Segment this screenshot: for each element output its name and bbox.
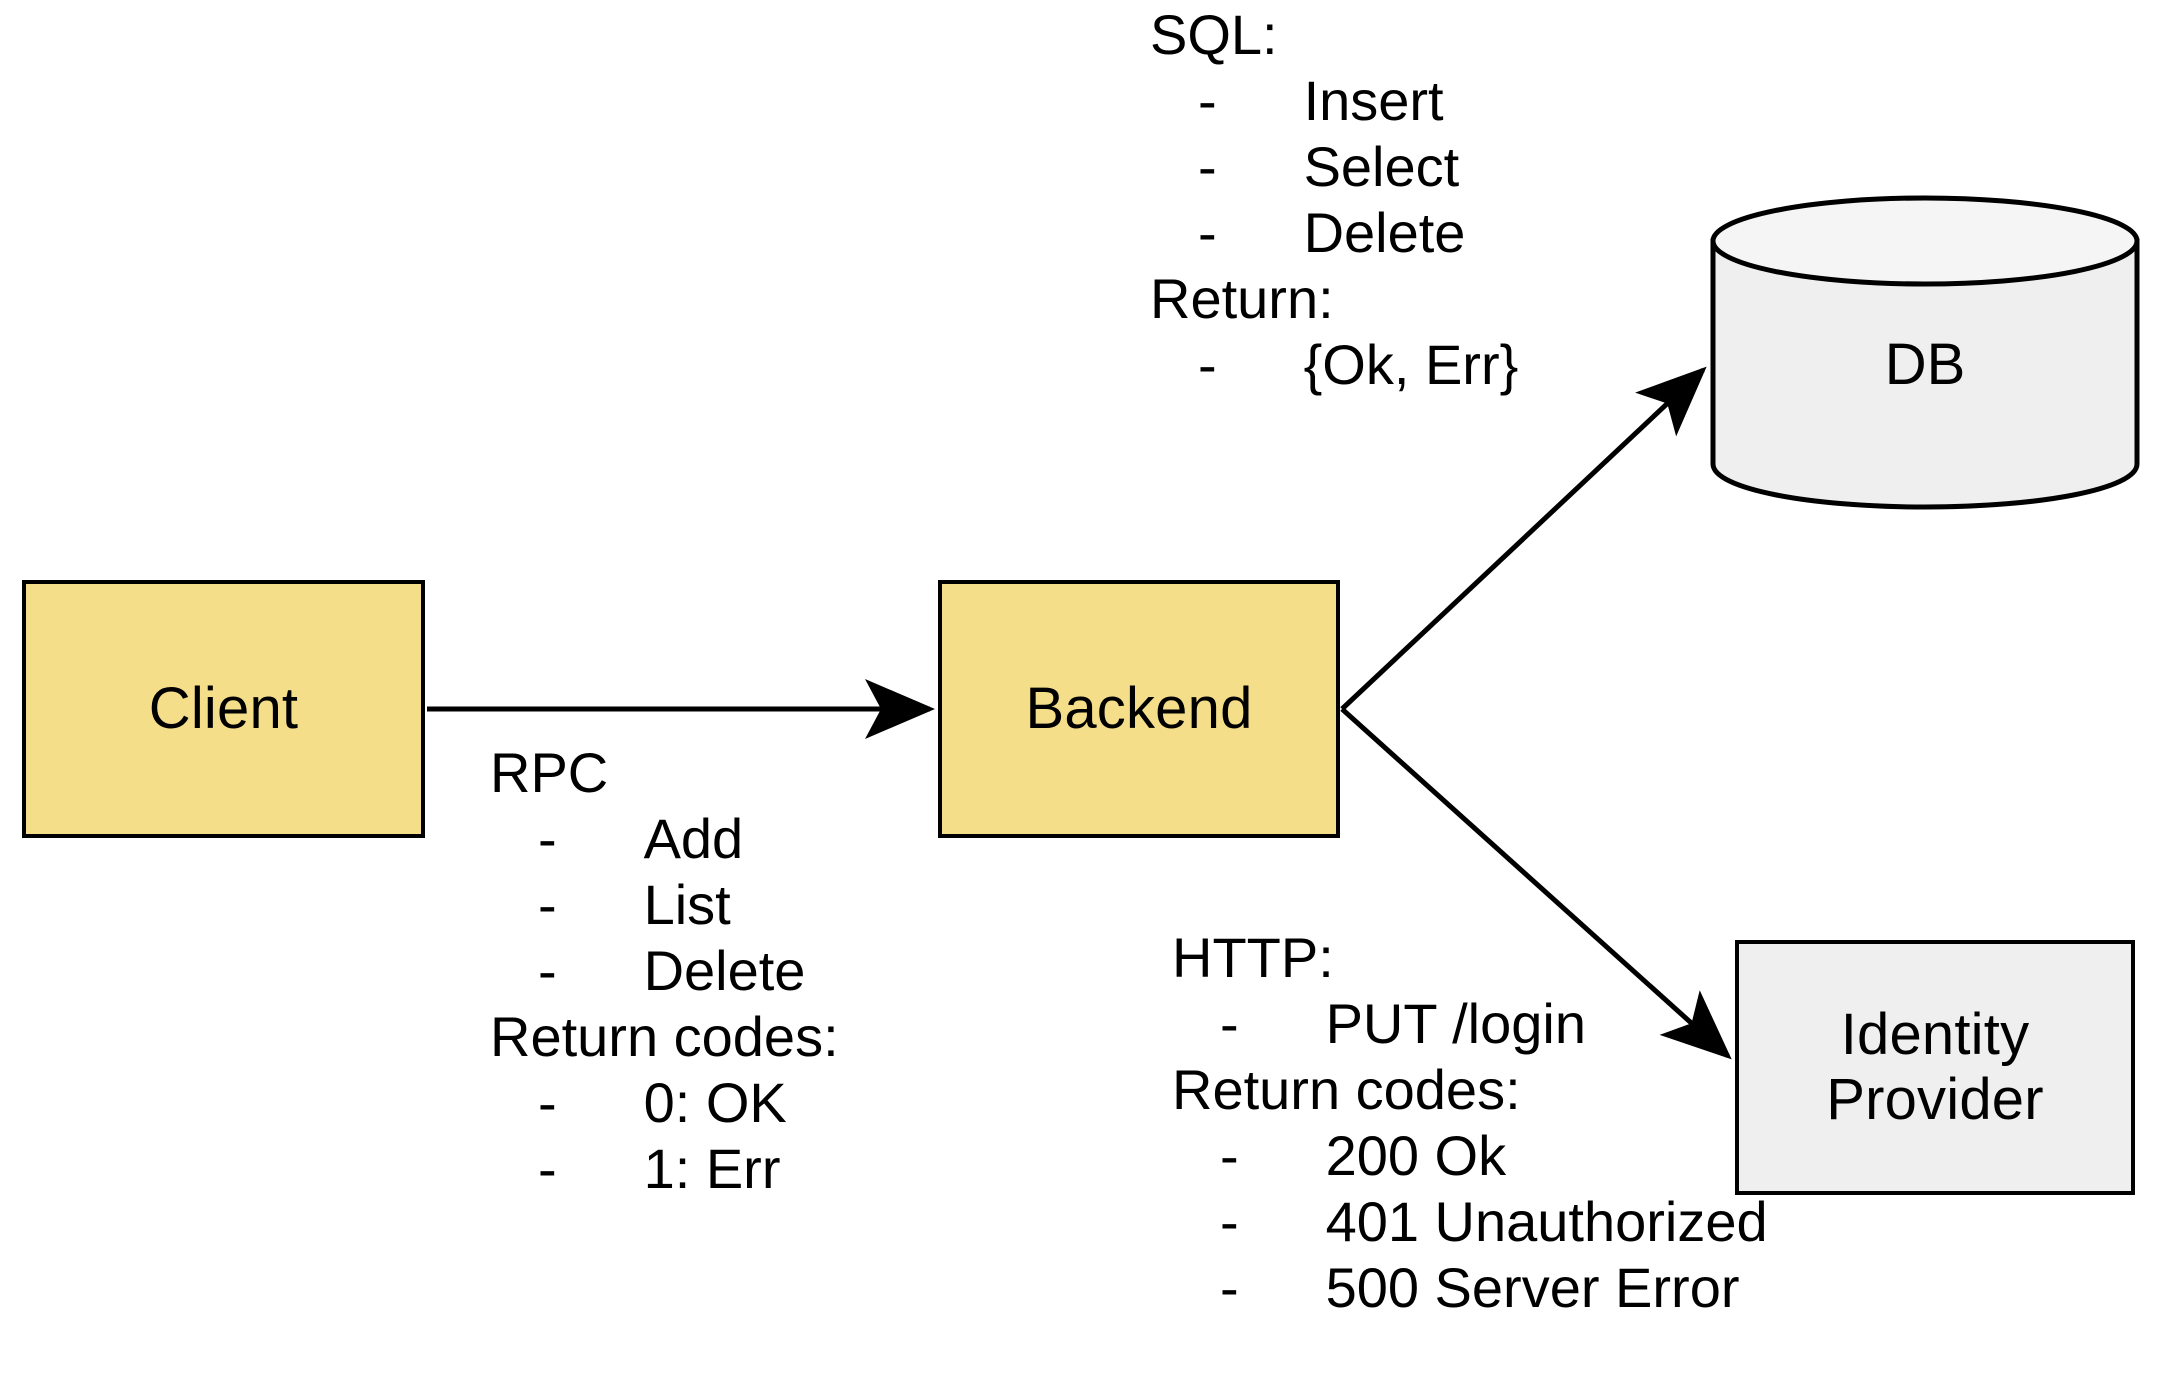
bullet-dash-icon: - <box>1220 1190 1239 1253</box>
annotation-rpc-item-text: Add <box>643 807 744 870</box>
node-db-label-wrap: DB <box>1710 195 2140 510</box>
cylinder-shape <box>1710 195 2140 510</box>
node-identity-provider[interactable]: Identity Provider <box>1735 940 2135 1195</box>
annotation-sql-return-item: - {Ok, Err} <box>1150 332 1518 398</box>
annotation-rpc-return-item-text: 0: OK <box>643 1071 787 1134</box>
annotation-rpc-return-item-text: 1: Err <box>643 1137 781 1200</box>
bullet-dash-icon: - <box>1220 992 1239 1055</box>
bullet-dash-icon: - <box>538 873 557 936</box>
annotation-http-return-item-text: 401 Unauthorized <box>1325 1190 1768 1253</box>
node-db-label: DB <box>1884 332 1966 397</box>
node-identity-provider-label-wrap: Identity Provider <box>1826 1001 2044 1133</box>
annotation-http-return-heading: Return codes: <box>1172 1058 1521 1121</box>
annotation-sql-return-heading: Return: <box>1150 267 1334 330</box>
edge-backend-to-db <box>1340 366 1707 711</box>
bullet-dash-icon: - <box>1220 1124 1239 1187</box>
annotation-rpc: RPC - Add - List - Delete Return codes: … <box>490 740 839 1202</box>
annotation-http-heading: HTTP: <box>1172 926 1334 989</box>
bullet-dash-icon: - <box>538 807 557 870</box>
annotation-http: HTTP: - PUT /login Return codes: - 200 O… <box>1172 925 1768 1321</box>
node-backend[interactable]: Backend <box>938 580 1340 838</box>
annotation-sql: SQL: - Insert - Select - Delete Return: … <box>1150 2 1518 398</box>
annotation-http-return-item: - 401 Unauthorized <box>1172 1189 1768 1255</box>
annotation-http-item-text: PUT /login <box>1325 992 1586 1055</box>
annotation-sql-item-text: Select <box>1303 135 1460 198</box>
annotation-rpc-return-item: - 1: Err <box>490 1136 839 1202</box>
bullet-dash-icon: - <box>538 1071 557 1134</box>
bullet-dash-icon: - <box>1198 333 1217 396</box>
annotation-rpc-item-text: List <box>643 873 731 936</box>
annotation-sql-item: - Insert <box>1150 68 1518 134</box>
annotation-rpc-return-heading: Return codes: <box>490 1005 839 1068</box>
annotation-rpc-item: - Add <box>490 806 839 872</box>
annotation-rpc-item-text: Delete <box>643 939 806 1002</box>
annotation-rpc-item: - Delete <box>490 938 839 1004</box>
annotation-sql-item-text: Delete <box>1303 201 1466 264</box>
bullet-dash-icon: - <box>1198 135 1217 198</box>
annotation-sql-item-text: Insert <box>1303 69 1444 132</box>
annotation-sql-item: - Delete <box>1150 200 1518 266</box>
annotation-sql-heading: SQL: <box>1150 3 1278 66</box>
bullet-dash-icon: - <box>1198 69 1217 132</box>
annotation-http-return-item: - 200 Ok <box>1172 1123 1768 1189</box>
bullet-dash-icon: - <box>1220 1256 1239 1319</box>
node-identity-provider-label-line2: Provider <box>1826 1066 2044 1132</box>
annotation-sql-return-item-text: {Ok, Err} <box>1303 333 1519 396</box>
annotation-http-return-item-text: 200 Ok <box>1325 1124 1507 1187</box>
node-backend-label: Backend <box>1025 675 1253 741</box>
annotation-rpc-return-item: - 0: OK <box>490 1070 839 1136</box>
node-client-label: Client <box>148 675 299 741</box>
annotation-http-item: - PUT /login <box>1172 991 1768 1057</box>
bullet-dash-icon: - <box>538 1137 557 1200</box>
annotation-sql-item: - Select <box>1150 134 1518 200</box>
annotation-http-return-item: - 500 Server Error <box>1172 1255 1768 1321</box>
annotation-rpc-item: - List <box>490 872 839 938</box>
annotation-http-return-item-text: 500 Server Error <box>1325 1256 1740 1319</box>
node-db[interactable]: DB <box>1710 195 2140 510</box>
bullet-dash-icon: - <box>1198 201 1217 264</box>
annotation-rpc-heading: RPC <box>490 741 609 804</box>
node-identity-provider-label-line1: Identity <box>1840 1001 2030 1067</box>
node-client[interactable]: Client <box>22 580 425 838</box>
bullet-dash-icon: - <box>538 939 557 1002</box>
